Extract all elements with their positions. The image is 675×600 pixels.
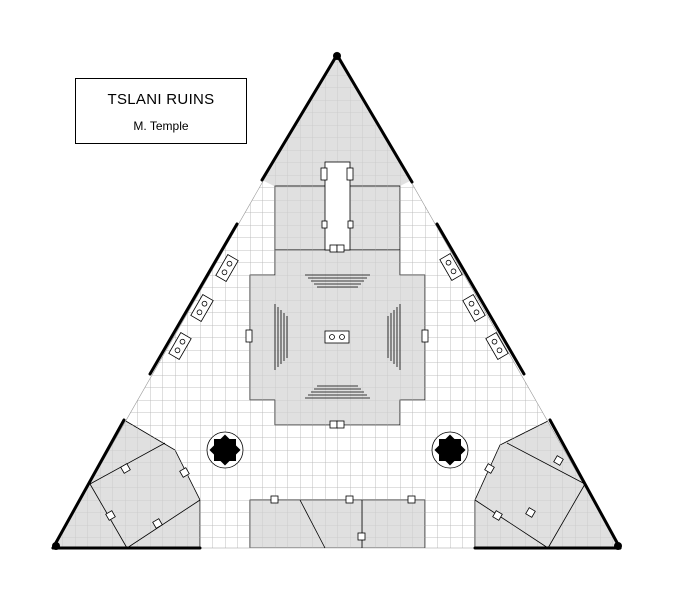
gallery-doors	[270, 495, 416, 541]
stairs-south	[305, 385, 370, 399]
pillar-east	[431, 431, 469, 469]
side-altars-east	[439, 253, 509, 360]
stairs-west	[274, 304, 288, 370]
map-author: M. Temple	[133, 119, 189, 133]
southeast-room-doors	[484, 455, 564, 521]
side-altars-west	[168, 254, 239, 360]
map-title: TSLANI RUINS	[107, 91, 215, 108]
apex-doors	[320, 167, 354, 253]
stairs-east	[387, 304, 401, 370]
apex-shrine	[324, 161, 351, 251]
outer-boundary	[52, 51, 621, 549]
southeast-room-walls	[474, 442, 586, 549]
corner-marker-right	[614, 542, 622, 550]
stairs-north	[305, 274, 370, 288]
corner-marker-left	[52, 542, 60, 550]
thick-walls	[51, 53, 622, 550]
corner-marker-top	[333, 52, 341, 60]
southwest-room-doors	[105, 463, 190, 529]
map-title-box: TSLANI RUINS M. Temple	[75, 78, 247, 144]
pillar-west	[206, 431, 244, 469]
central-altar	[324, 330, 350, 344]
main-hall-doors	[245, 329, 429, 429]
